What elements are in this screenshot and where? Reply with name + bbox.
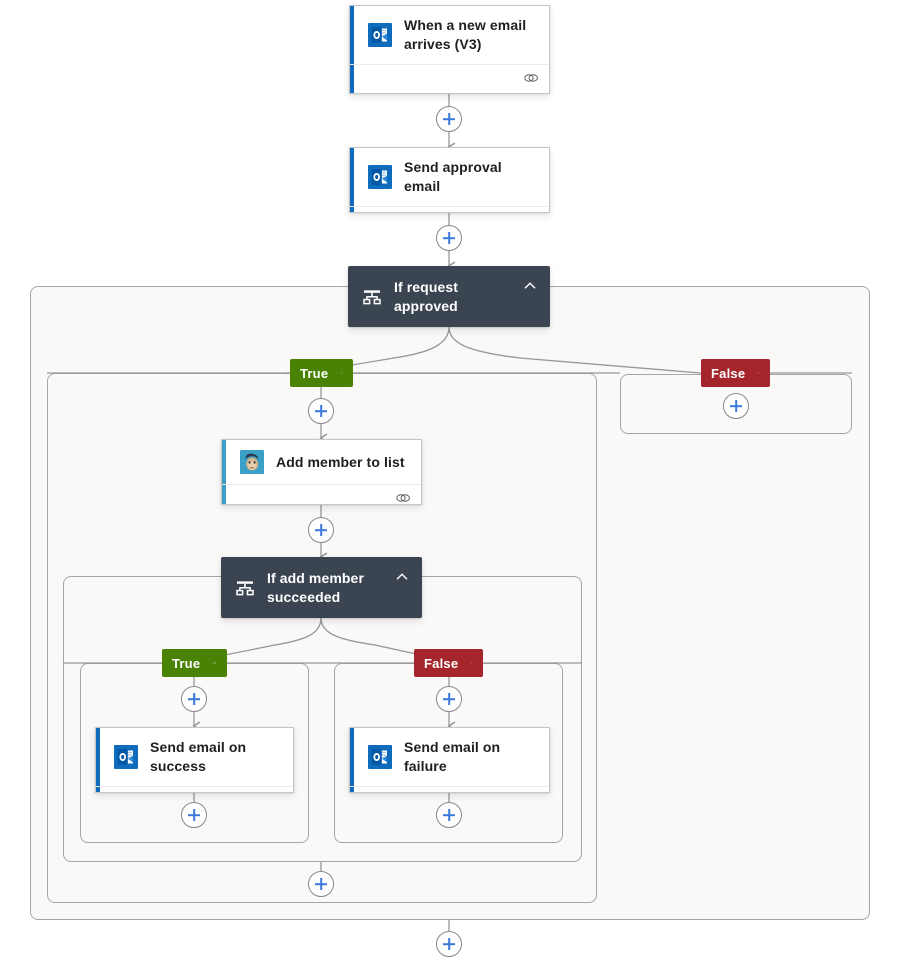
connector-accent-bar: [350, 728, 354, 792]
condition-title: If add member succeeded: [267, 569, 364, 605]
branch-badge-inner-true[interactable]: True: [162, 649, 227, 677]
step-card-add-member-to-list[interactable]: Add member to list: [221, 439, 422, 505]
add-step-button-after-add-member[interactable]: [308, 517, 334, 543]
step-card-send-email-on-failure[interactable]: Send email on failure: [349, 727, 550, 793]
chevron-up-icon[interactable]: [394, 569, 410, 585]
add-step-button-inner-false-bottom[interactable]: [436, 802, 462, 828]
step-title: Send email on failure: [404, 739, 501, 774]
branch-badge-inner-false[interactable]: False: [414, 649, 483, 677]
add-step-button-after-send-approval[interactable]: [436, 225, 462, 251]
add-step-button-outer-false-empty[interactable]: [723, 393, 749, 419]
outlook-icon: [368, 165, 392, 189]
card-footer: [350, 64, 549, 91]
branch-label: True: [300, 365, 329, 381]
branch-badge-outer-true[interactable]: True: [290, 359, 353, 387]
branch-label: False: [711, 365, 746, 381]
connector-accent-bar: [350, 6, 354, 93]
card-header: When a new email arrives (V3): [350, 6, 549, 64]
condition-icon: [363, 289, 381, 304]
chevron-up-icon[interactable]: [340, 366, 343, 380]
card-header: Send approval email: [350, 148, 549, 206]
add-step-button-outer-true-bottom[interactable]: [308, 871, 334, 897]
outlook-icon: [368, 23, 392, 47]
card-footer: [96, 786, 293, 792]
chevron-up-icon[interactable]: [522, 278, 538, 294]
card-footer: [350, 786, 549, 792]
add-step-button-inner-true-top[interactable]: [181, 686, 207, 712]
step-card-send-email-on-success[interactable]: Send email on success: [95, 727, 294, 793]
card-header: Send email on success: [96, 728, 293, 786]
step-card-send-approval-email[interactable]: Send approval email: [349, 147, 550, 213]
add-step-button-after-condition-outer[interactable]: [436, 931, 462, 957]
connector-accent-bar: [222, 440, 226, 504]
step-title: When a new email arrives (V3): [404, 17, 527, 52]
add-step-button-after-trigger[interactable]: [436, 106, 462, 132]
card-footer: [222, 484, 421, 505]
connection-link-icon[interactable]: [395, 491, 411, 505]
chevron-up-icon[interactable]: [212, 656, 217, 670]
card-header: Add member to list: [222, 440, 421, 484]
branch-badge-outer-false[interactable]: False: [701, 359, 770, 387]
branch-label: True: [172, 655, 201, 671]
condition-card-if-request-approved[interactable]: If request approved: [348, 266, 550, 327]
card-footer: [350, 206, 549, 212]
condition-title: If request approved: [394, 278, 459, 314]
step-title: Add member to list: [276, 453, 405, 470]
condition-card-if-add-member-succeeded[interactable]: If add member succeeded: [221, 557, 422, 618]
outlook-icon: [114, 745, 138, 769]
connection-link-icon[interactable]: [523, 71, 539, 85]
add-step-button-inner-true-bottom[interactable]: [181, 802, 207, 828]
step-title: Send approval email: [404, 159, 502, 194]
add-step-button-outer-true-top[interactable]: [308, 398, 334, 424]
card-header: Send email on failure: [350, 728, 549, 786]
condition-icon: [236, 580, 254, 595]
add-step-button-inner-false-top[interactable]: [436, 686, 462, 712]
connector-accent-bar: [350, 148, 354, 212]
mailchimp-icon: [240, 450, 264, 474]
outlook-icon: [368, 745, 392, 769]
step-card-trigger[interactable]: When a new email arrives (V3): [349, 5, 550, 94]
connector-accent-bar: [96, 728, 100, 792]
branch-label: False: [424, 655, 459, 671]
chevron-up-icon[interactable]: [470, 656, 473, 670]
step-title: Send email on success: [150, 739, 247, 774]
chevron-up-icon[interactable]: [757, 366, 760, 380]
